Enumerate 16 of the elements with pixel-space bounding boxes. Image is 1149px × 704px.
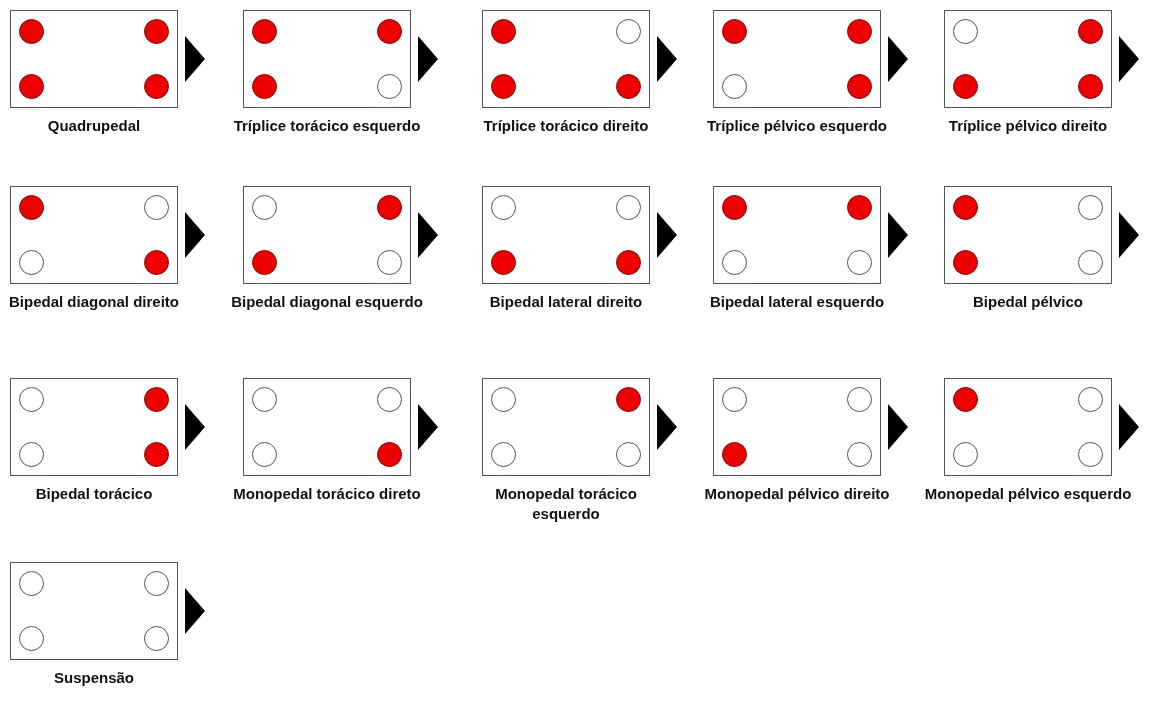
caption-label: Tríplice pélvico esquerdo <box>705 116 889 136</box>
caption-label: Tríplice torácico direito <box>482 116 650 136</box>
caption-label: Suspensão <box>53 668 135 688</box>
caption-label: Bipedal diagonal direito <box>8 292 180 312</box>
caption-label: Quadrupedal <box>46 116 142 136</box>
caption-label: Tríplice torácico esquerdo <box>232 116 422 136</box>
caption-label: Bipedal lateral esquerdo <box>708 292 886 312</box>
caption-label: Monopedal pélvico direito <box>703 484 891 504</box>
caption-label: Bipedal lateral direito <box>488 292 644 312</box>
caption-label: Tríplice pélvico direito <box>947 116 1109 136</box>
caption-label: Bipedal pélvico <box>971 292 1084 312</box>
caption-label: Monopedal torácico direto <box>232 484 422 504</box>
caption-label: Monopedal pélvico esquerdo <box>923 484 1133 504</box>
caption-label: Bipedal diagonal esquerdo <box>230 292 424 312</box>
caption-label: Monopedal torácico esquerdo <box>494 484 638 524</box>
caption-label: Bipedal torácico <box>34 484 154 504</box>
